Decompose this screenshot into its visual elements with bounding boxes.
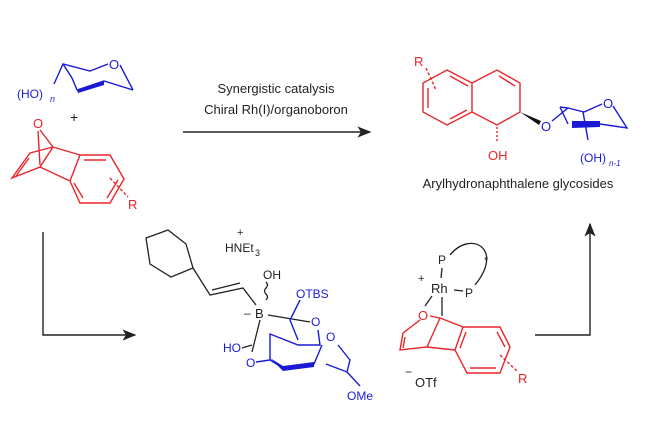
boron-label: B [255,306,264,321]
sugar-oxygen-3: O [246,356,255,370]
boron-charge: – [244,306,251,320]
cation-label: HNEt [225,241,254,255]
sugar-oxygen-1: O [311,315,320,329]
boronate-intermediate: + HNEt 3 OH B – OTBS O O HO O OMe [145,227,373,403]
rh-substituent-r-label: R [518,371,527,386]
substituent-r-label: R [128,197,137,212]
bridge-oxygen-label: O [33,116,43,131]
sugar-oxygen-2: O [326,330,335,344]
glycosidic-oxygen-label: O [541,119,551,134]
product-sugar-subscript: n-1 [609,159,621,168]
product-structure: R OH O O (OH) n-1 [414,54,629,168]
boron-oh-label: OH [263,268,281,282]
product-sugar-hydroxyl-label: (OH) [580,151,606,165]
sugar-hydroxyl-label: (HO) [17,87,43,101]
oxabenzonorbornadiene-reactant: O R [10,116,137,212]
conditions-line-2: Chiral Rh(I)/organoboron [204,102,348,117]
product-caption: Arylhydronaphthalene glycosides [423,176,614,191]
sugar-reactant: O (HO) n [17,57,134,104]
rhodium-complex: + Rh P P * O R − OTf [399,242,527,390]
sugar-subscript: n [50,94,55,104]
mechanism-arrow-right [535,222,596,336]
phosphorus-top-label: P [438,253,446,267]
product-r-label: R [414,54,423,69]
cation-subscript: 3 [255,248,260,258]
product-ring-oxygen-label: O [603,96,613,111]
product-hydroxyl-label: OH [488,148,508,163]
counterion-charge: − [405,365,412,379]
rh-label: Rh [431,281,448,296]
conditions-line-1: Synergistic catalysis [217,81,335,96]
phosphorus-right-label: P [465,286,473,300]
boron-ho-label: HO [223,341,241,355]
rh-bound-oxygen: O [418,308,428,323]
otbs-label: OTBS [296,287,329,301]
rh-charge: + [418,273,424,285]
plus-sign: + [70,109,78,125]
ome-label: OMe [347,389,373,403]
ring-oxygen-label: O [109,57,119,72]
counterion-label: OTf [415,375,437,390]
cation-charge: + [237,227,243,239]
mechanism-arrow-left [42,232,137,341]
